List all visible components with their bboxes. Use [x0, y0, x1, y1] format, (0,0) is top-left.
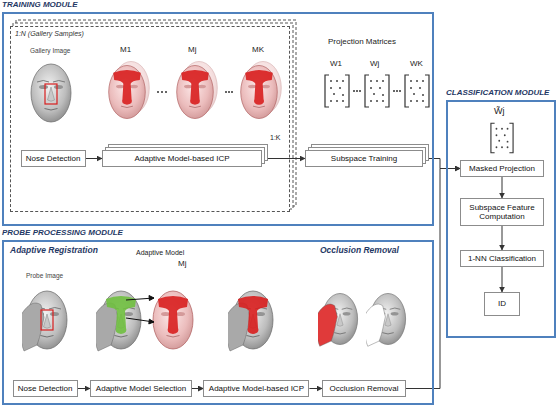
matrix-symbol [365, 75, 389, 107]
gallery-face [31, 64, 71, 122]
matrix-name: W1 [330, 60, 342, 69]
box-label: 1-NN Classification [468, 254, 536, 264]
matrix-symbol [325, 75, 349, 107]
section-caption: Projection Matrices [328, 38, 396, 47]
occlusion-face [316, 293, 357, 346]
count-label: 1:K [270, 134, 281, 142]
model-face [153, 291, 193, 349]
probe-face [20, 291, 67, 351]
model-caption: Adaptive Model [136, 249, 184, 257]
process-box: Adaptive Model Selection [90, 380, 192, 397]
matrix-name: WK [410, 60, 423, 69]
matrix-name: Wj [370, 60, 379, 69]
flow-arrow [502, 267, 503, 292]
image-caption: Probe Image [26, 272, 63, 279]
model-name: MK [252, 46, 264, 55]
box-label: ID [498, 299, 506, 309]
image-caption: Gallery Image [30, 47, 70, 54]
box-label: Adaptive Model Selection [96, 384, 186, 394]
flow-arrow [502, 177, 503, 198]
box-label: Adaptive Model-based ICP [209, 384, 304, 394]
flow-arrow [86, 158, 102, 159]
matrix-symbol [491, 123, 513, 153]
stacked-frame [16, 20, 296, 206]
stage-heading: Occlusion Removal [320, 246, 399, 255]
stacked-frame [13, 23, 293, 209]
process-box: Occlusion Removal [322, 380, 406, 397]
model-face [109, 61, 150, 118]
box-label: Occlusion Removal [330, 384, 399, 394]
box-label: Nose Detection [18, 384, 73, 394]
ellipsis-dots [353, 90, 401, 92]
flow-arrow [502, 226, 503, 250]
flow-arrow [262, 158, 305, 159]
module-heading: PROBE PROCESSING MODULE [2, 228, 123, 238]
model-name: M1 [120, 46, 131, 55]
flow-arrow [423, 159, 460, 169]
module-heading: TRAINING MODULE [2, 0, 78, 10]
registered-face [226, 291, 273, 351]
box-label: Masked Projection [469, 164, 535, 174]
model-name: Mj [188, 46, 196, 55]
ellipsis-dots [157, 91, 233, 93]
model-face [241, 61, 282, 118]
flow-arrow [78, 388, 90, 389]
module-frame: CLASSIFICATION MODULEMasked ProjectionSu… [446, 100, 556, 338]
stage-heading: Adaptive Registration [10, 246, 98, 255]
flow-arrow [309, 388, 322, 389]
model-face [177, 61, 218, 118]
cleaned-face [364, 293, 405, 346]
module-heading: CLASSIFICATION MODULE [446, 88, 549, 98]
box-label: Subspace Feature Computation [461, 203, 543, 221]
box-label: Subspace Training [331, 154, 397, 164]
model-name: Mj [178, 260, 186, 269]
process-box: Nose Detection [21, 150, 86, 167]
process-box: Adaptive Model-based ICP [102, 150, 262, 167]
process-box: 1-NN Classification [460, 250, 544, 267]
box-label: Adaptive Model-based ICP [134, 154, 229, 164]
flow-arrow [192, 388, 203, 389]
process-box: Subspace Training [305, 150, 423, 167]
matrix-symbol [405, 75, 429, 107]
match-arrows [126, 296, 154, 324]
process-box: Nose Detection [13, 380, 78, 397]
output-box: ID [484, 292, 520, 316]
box-label: Nose Detection [26, 154, 81, 164]
process-box: Subspace Feature Computation [460, 198, 544, 226]
selection-face [94, 291, 141, 351]
group-heading: 1:N (Gallery Samples) [15, 29, 84, 38]
process-box: Masked Projection [460, 160, 544, 177]
module-frame: PROBE PROCESSING MODULENose DetectionAda… [2, 240, 434, 405]
process-box: Adaptive Model-based ICP [203, 380, 309, 397]
matrix-name: W̃j [494, 107, 505, 117]
